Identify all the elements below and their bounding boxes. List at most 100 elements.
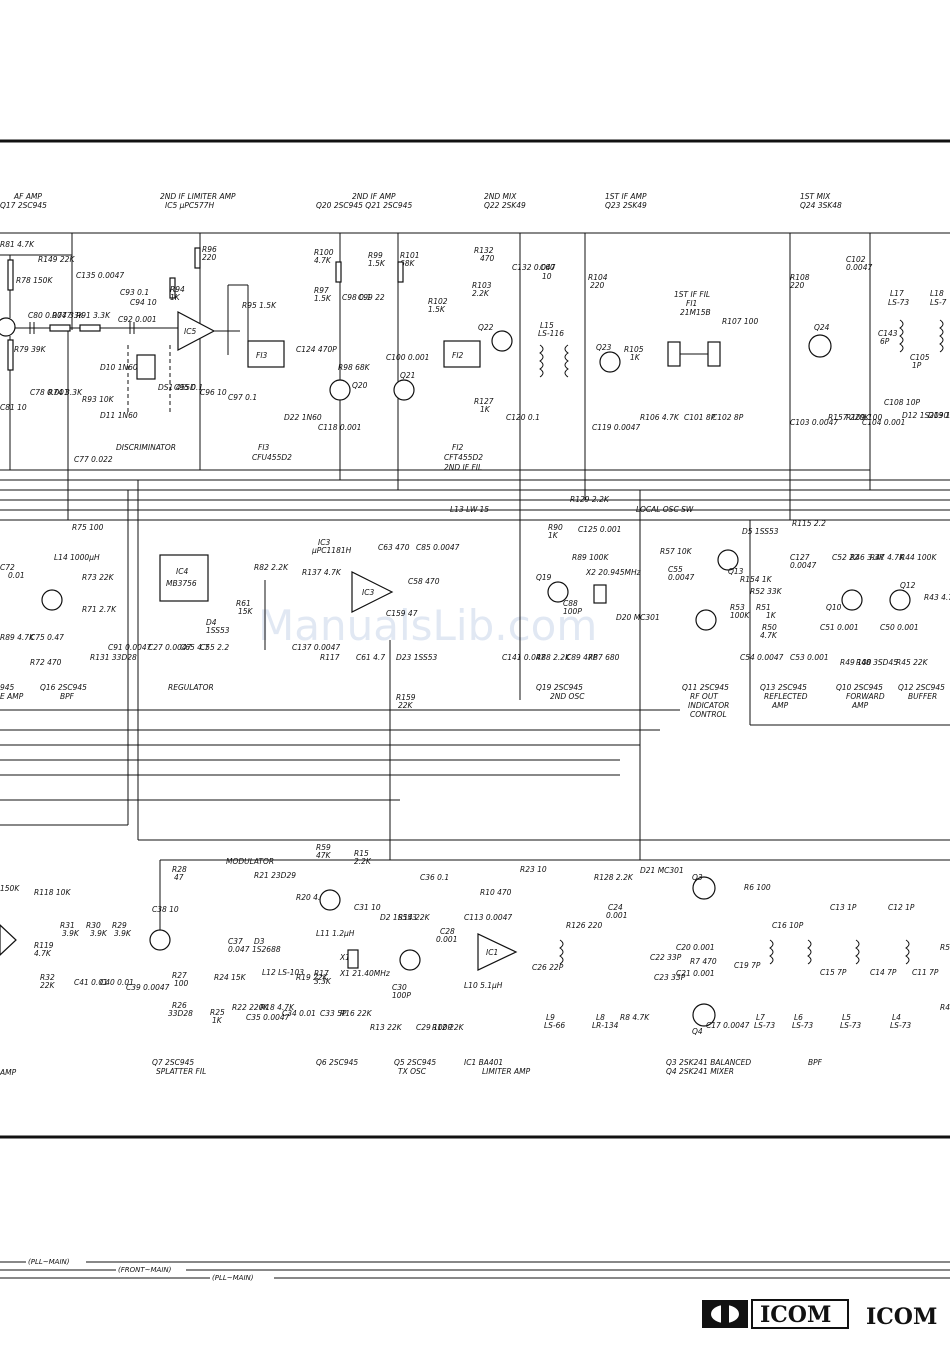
ic3-amp: IC3 IC3 μPC1181H R137 4.7K C63 470 C85 0… bbox=[292, 538, 460, 710]
svg-text:C40 0.01: C40 0.01 bbox=[100, 978, 134, 987]
svg-text:47: 47 bbox=[174, 873, 184, 882]
svg-text:CFT455D2: CFT455D2 bbox=[444, 453, 483, 462]
svg-text:C34 0.01: C34 0.01 bbox=[282, 1009, 316, 1018]
svg-text:0.0047: 0.0047 bbox=[668, 573, 694, 582]
svg-text:R29: R29 bbox=[112, 921, 127, 930]
svg-text:D2 1S553: D2 1S553 bbox=[380, 913, 417, 922]
svg-text:Q17 2SC945: Q17 2SC945 bbox=[0, 201, 47, 210]
svg-text:Q19: Q19 bbox=[536, 573, 552, 582]
svg-text:R103: R103 bbox=[472, 281, 492, 290]
svg-text:R57 10K: R57 10K bbox=[660, 547, 693, 556]
svg-text:C95 0.1: C95 0.1 bbox=[174, 383, 203, 392]
svg-text:R15: R15 bbox=[354, 849, 369, 858]
svg-text:C77 0.022: C77 0.022 bbox=[74, 455, 113, 464]
svg-text:R18 4.7K: R18 4.7K bbox=[260, 1003, 295, 1012]
svg-text:100P: 100P bbox=[563, 607, 582, 616]
svg-text:1SS53: 1SS53 bbox=[206, 626, 230, 635]
svg-text:DISCRIMINATOR: DISCRIMINATOR bbox=[116, 443, 176, 452]
svg-text:R79 39K: R79 39K bbox=[14, 345, 47, 354]
svg-text:R74 3.3K: R74 3.3K bbox=[48, 388, 83, 397]
svg-text:0.01: 0.01 bbox=[8, 571, 25, 580]
svg-text:C75 0.47: C75 0.47 bbox=[30, 633, 64, 642]
svg-text:C97 0.1: C97 0.1 bbox=[228, 393, 257, 402]
svg-text:C78 0.001: C78 0.001 bbox=[30, 388, 69, 397]
svg-text:D22 1N60: D22 1N60 bbox=[284, 413, 322, 422]
svg-text:C29 100P: C29 100P bbox=[416, 1023, 452, 1032]
svg-text:R6 100: R6 100 bbox=[744, 883, 771, 892]
q17-transistor: R78 150K R79 39K R81 4.7K R149 22K C135 … bbox=[0, 240, 124, 470]
svg-text:Q11 2SC945: Q11 2SC945 bbox=[682, 683, 729, 692]
fi1-crystal-filter: 1ST IF FIL FI1 21M15B R107 100 C101 8P C… bbox=[667, 290, 758, 422]
svg-text:R95 1.5K: R95 1.5K bbox=[242, 301, 277, 310]
svg-text:MODULATOR: MODULATOR bbox=[226, 857, 274, 866]
svg-text:R94: R94 bbox=[170, 285, 185, 294]
svg-text:C132 0.047: C132 0.047 bbox=[512, 263, 556, 272]
svg-text:R25: R25 bbox=[210, 1008, 225, 1017]
svg-text:FI3: FI3 bbox=[258, 443, 270, 452]
svg-text:R98 68K: R98 68K bbox=[338, 363, 371, 372]
svg-text:D10 1N60: D10 1N60 bbox=[100, 363, 138, 372]
svg-text:R106 4.7K: R106 4.7K bbox=[640, 413, 680, 422]
svg-text:4.7K: 4.7K bbox=[760, 631, 778, 640]
fi3-filter: FI3 FI3 CFU455D2 R95 1.5K C97 0.1 D22 1N… bbox=[227, 284, 337, 462]
svg-text:R72 470: R72 470 bbox=[30, 658, 62, 667]
svg-text:0.0047: 0.0047 bbox=[790, 561, 816, 570]
watermark: ManualsLib.com bbox=[258, 601, 597, 650]
svg-text:C54 0.0047: C54 0.0047 bbox=[740, 653, 784, 662]
svg-text:0.0047: 0.0047 bbox=[846, 263, 872, 272]
svg-text:C41 0.01: C41 0.01 bbox=[74, 978, 108, 987]
svg-text:L6: L6 bbox=[794, 1013, 803, 1022]
svg-text:R97: R97 bbox=[314, 286, 329, 295]
svg-text:AF AMP: AF AMP bbox=[13, 192, 42, 201]
svg-text:C22 33P: C22 33P bbox=[650, 953, 682, 962]
svg-text:R129 2.2K: R129 2.2K bbox=[570, 495, 610, 504]
svg-text:SPLATTER FIL: SPLATTER FIL bbox=[156, 1067, 206, 1076]
svg-text:R93 10K: R93 10K bbox=[82, 395, 115, 404]
svg-text:AMP: AMP bbox=[851, 701, 869, 710]
svg-text:R127: R127 bbox=[474, 397, 494, 406]
svg-text:C39 0.0047: C39 0.0047 bbox=[126, 983, 170, 992]
svg-text:Q10: Q10 bbox=[826, 603, 842, 612]
svg-text:C118 0.001: C118 0.001 bbox=[318, 423, 361, 432]
svg-text:Q10 2SC945: Q10 2SC945 bbox=[836, 683, 883, 692]
svg-text:AMP: AMP bbox=[0, 1068, 17, 1077]
svg-text:R126 220: R126 220 bbox=[566, 921, 602, 930]
svg-text:C65 4.7: C65 4.7 bbox=[180, 643, 209, 652]
svg-text:MB3756: MB3756 bbox=[166, 579, 197, 588]
svg-text:L10 5.1μH: L10 5.1μH bbox=[464, 981, 503, 990]
svg-text:C60: C60 bbox=[540, 263, 555, 272]
svg-text:R102: R102 bbox=[428, 297, 448, 306]
svg-text:R22 220K: R22 220K bbox=[232, 1003, 269, 1012]
svg-text:R81 4.7K: R81 4.7K bbox=[0, 240, 35, 249]
svg-text:BUFFER: BUFFER bbox=[908, 692, 937, 701]
svg-text:R59: R59 bbox=[316, 843, 331, 852]
svg-text:D3: D3 bbox=[254, 937, 265, 946]
svg-text:220: 220 bbox=[790, 281, 805, 290]
svg-text:R26: R26 bbox=[172, 1001, 187, 1010]
svg-text:R157 220K: R157 220K bbox=[828, 413, 870, 422]
svg-text:LS-73: LS-73 bbox=[888, 298, 909, 307]
ic5-limiter: IC5 R96 220 R94 1K C93 0.1 C94 10 C95 0.… bbox=[116, 245, 240, 452]
q7-splatter: R28 47 C38 10 R27 100 R26 33D28 R25 1K R… bbox=[149, 865, 247, 1076]
svg-text:D11 1N60: D11 1N60 bbox=[100, 411, 138, 420]
svg-text:R51: R51 bbox=[756, 603, 771, 612]
svg-text:R5 22K: R5 22K bbox=[940, 943, 950, 952]
svg-text:R28: R28 bbox=[172, 865, 187, 874]
svg-text:LS-7: LS-7 bbox=[930, 298, 947, 307]
svg-text:C91 0.0047: C91 0.0047 bbox=[108, 643, 152, 652]
svg-text:C14 7P: C14 7P bbox=[870, 968, 897, 977]
connector-pll-main-2: (PLL~MAIN) bbox=[212, 1274, 254, 1282]
svg-text:R10 470: R10 470 bbox=[480, 888, 512, 897]
svg-text:R8 4.7K: R8 4.7K bbox=[620, 1013, 650, 1022]
svg-text:R47 4.7K: R47 4.7K bbox=[870, 553, 905, 562]
svg-text:C55 2.2: C55 2.2 bbox=[200, 643, 229, 652]
svg-text:3.9K: 3.9K bbox=[114, 929, 132, 938]
svg-text:1K: 1K bbox=[548, 531, 559, 540]
modulator: MODULATOR R21 23D29 C37 0.047 D3 1S2688 … bbox=[226, 843, 417, 1067]
svg-text:INDICATOR: INDICATOR bbox=[688, 701, 729, 710]
svg-text:6P: 6P bbox=[880, 337, 890, 346]
svg-text:100: 100 bbox=[174, 979, 189, 988]
svg-text:L11 1.2μH: L11 1.2μH bbox=[316, 929, 355, 938]
svg-text:D23 1SS53: D23 1SS53 bbox=[396, 653, 438, 662]
